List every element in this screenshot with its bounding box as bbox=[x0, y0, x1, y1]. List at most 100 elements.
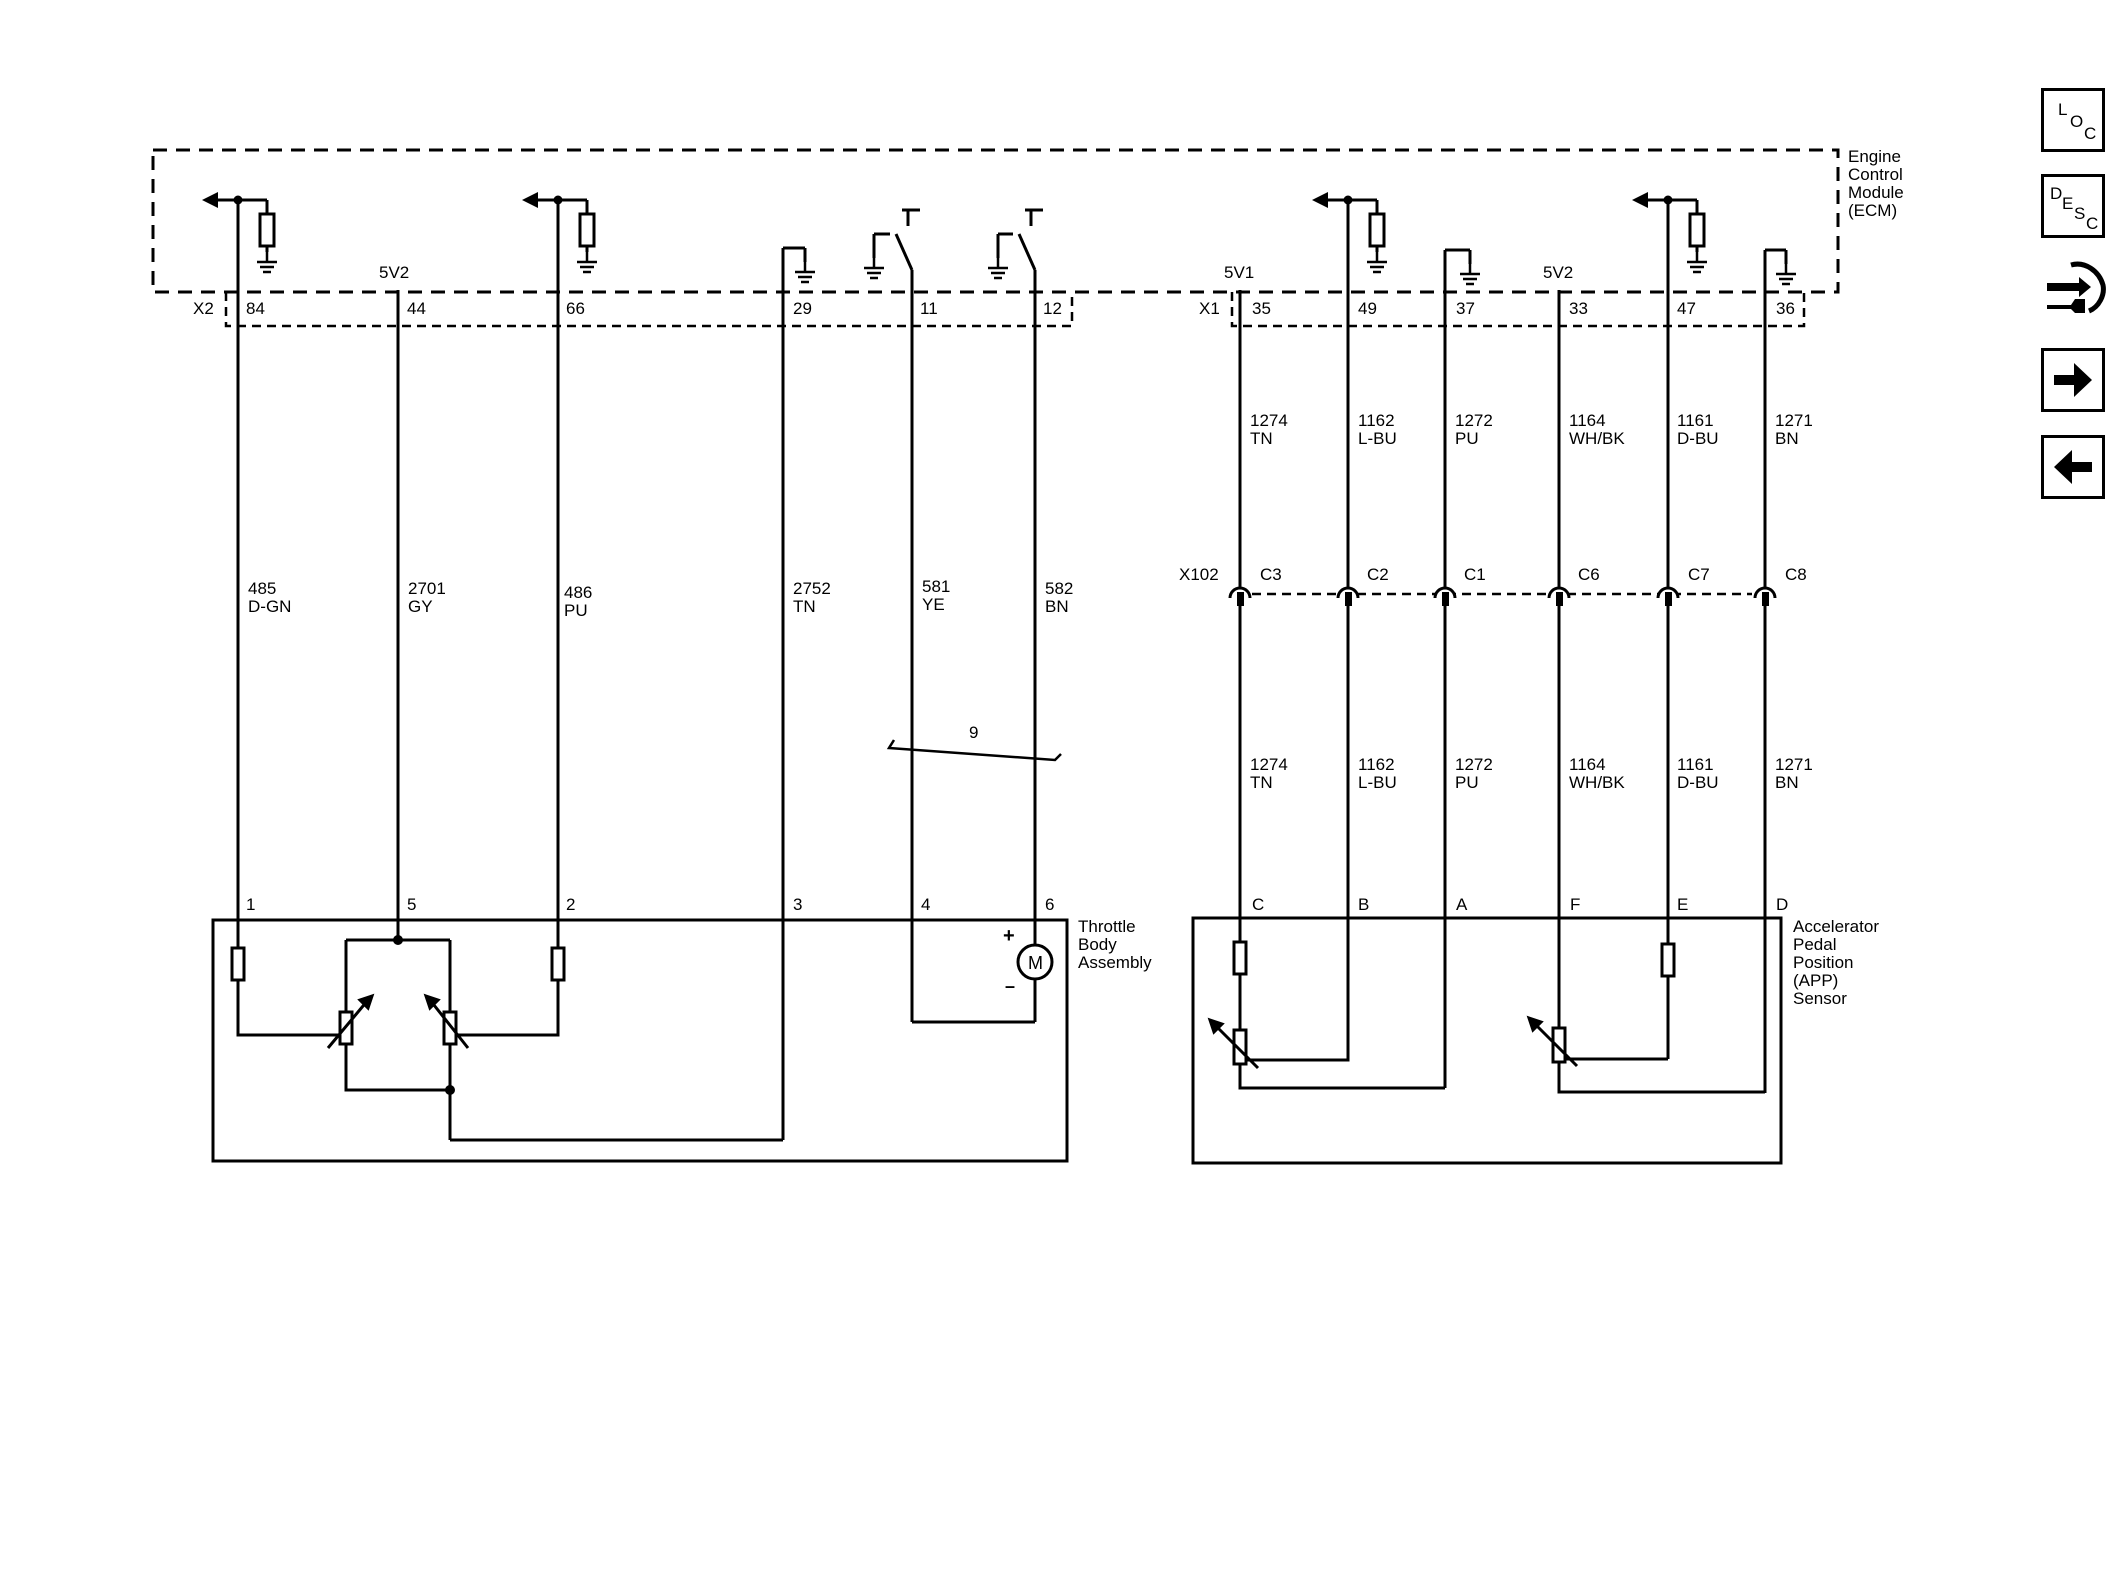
app-wire-1164-color-lower: WH/BK bbox=[1569, 773, 1625, 792]
app-wire-1271-circuit-upper: 1271 bbox=[1775, 411, 1813, 430]
wire-485-color: D-GN bbox=[248, 597, 291, 616]
twisted-pair-label: 9 bbox=[969, 723, 978, 742]
app-sensor-label-5: Sensor bbox=[1793, 989, 1847, 1008]
desc-letter-d: D bbox=[2050, 184, 2063, 203]
twisted-pair-marker bbox=[886, 739, 1062, 762]
app-wire-1271-color-upper: BN bbox=[1775, 429, 1799, 448]
desc-letter-c: C bbox=[2086, 214, 2099, 233]
motor-label: M bbox=[1028, 953, 1043, 973]
tool-icon-button[interactable] bbox=[2041, 255, 2107, 321]
app-wire-1164-circuit-lower: 1164 bbox=[1569, 755, 1606, 774]
app-wire-1271-color-lower: BN bbox=[1775, 773, 1799, 792]
app-pin-f: F bbox=[1570, 895, 1580, 914]
wire-485-circuit: 485 bbox=[248, 579, 276, 598]
ecm-pin-49: 49 bbox=[1358, 299, 1377, 318]
app-wire-1272-color-lower: PU bbox=[1455, 773, 1479, 792]
app-pin-d: D bbox=[1776, 895, 1788, 914]
desc-button[interactable]: D E S C bbox=[2041, 174, 2105, 238]
ecm-pin-66: 66 bbox=[566, 299, 585, 318]
throttle-body-label-2: Body bbox=[1078, 935, 1117, 954]
throttle-pin-2: 2 bbox=[566, 895, 575, 914]
ref-5v1: 5V1 bbox=[1224, 263, 1254, 282]
x102-cavity-c7: C7 bbox=[1688, 565, 1710, 584]
app-wire-1274-color-upper: TN bbox=[1250, 429, 1273, 448]
wire-2752-color: TN bbox=[793, 597, 816, 616]
ecm-label-1: Engine bbox=[1848, 147, 1901, 166]
x2-connector-outline bbox=[224, 292, 1074, 328]
app-wire-1162-circuit-upper: 1162 bbox=[1358, 411, 1395, 430]
motor-driver-switch-12 bbox=[986, 208, 1043, 1022]
app-wire-1274-color-lower: TN bbox=[1250, 773, 1273, 792]
previous-button[interactable] bbox=[2041, 435, 2105, 499]
ecm-pin-47: 47 bbox=[1677, 299, 1696, 318]
throttle-pin-6: 6 bbox=[1045, 895, 1054, 914]
x102-cavity-c3: C3 bbox=[1260, 565, 1282, 584]
ecm-pin-84: 84 bbox=[246, 299, 265, 318]
ecm-box bbox=[151, 148, 1840, 294]
wire-581-color: YE bbox=[922, 595, 945, 614]
throttle-pin-3: 3 bbox=[793, 895, 802, 914]
app-sensor-label-4: (APP) bbox=[1793, 971, 1838, 990]
ecm-low-ref-37 bbox=[1443, 248, 1482, 1088]
ecm-low-ref-36 bbox=[1763, 248, 1798, 1093]
ecm-pin-36: 36 bbox=[1776, 299, 1795, 318]
wire-582-circuit: 582 bbox=[1045, 579, 1073, 598]
ecm-low-ref-29 bbox=[781, 246, 817, 1140]
ecm-pin-12: 12 bbox=[1043, 299, 1062, 318]
x102-cavity-c8: C8 bbox=[1785, 565, 1807, 584]
app-pin-a: A bbox=[1456, 895, 1468, 914]
app-sensor-label-3: Position bbox=[1793, 953, 1853, 972]
app-wire-1272-circuit-upper: 1272 bbox=[1455, 411, 1493, 430]
x102-label: X102 bbox=[1179, 565, 1219, 584]
throttle-motor-circuit bbox=[912, 992, 1037, 1024]
wire-2701-circuit: 2701 bbox=[408, 579, 446, 598]
app-wire-1164-circuit-upper: 1164 bbox=[1569, 411, 1606, 430]
throttle-body-label-1: Throttle bbox=[1078, 917, 1136, 936]
throttle-pin-1: 1 bbox=[246, 895, 255, 914]
arrow-right-icon bbox=[2054, 363, 2092, 397]
motor-driver-switch-11 bbox=[862, 208, 920, 1022]
wrench-arrows-icon bbox=[2047, 261, 2106, 314]
ecm-pin-37: 37 bbox=[1456, 299, 1475, 318]
throttle-body-label-3: Assembly bbox=[1078, 953, 1152, 972]
ecm-input-circuit-49 bbox=[1312, 192, 1389, 1057]
wire-486-circuit: 486 bbox=[564, 583, 592, 602]
app-sensor-box bbox=[1191, 916, 1783, 1165]
arrow-left-icon bbox=[2054, 450, 2092, 484]
loc-letter-o: O bbox=[2070, 112, 2084, 131]
app-wire-1161-circuit-upper: 1161 bbox=[1677, 411, 1714, 430]
wire-581-circuit: 581 bbox=[922, 577, 950, 596]
ecm-input-circuit-84 bbox=[202, 192, 279, 1000]
loc-button[interactable]: L O C bbox=[2041, 88, 2105, 152]
ecm-pin-11: 11 bbox=[920, 299, 938, 318]
x1-connector-outline bbox=[1230, 292, 1806, 328]
wire-2752-circuit: 2752 bbox=[793, 579, 831, 598]
app-wire-1162-color-upper: L-BU bbox=[1358, 429, 1397, 448]
app-wire-1274-circuit-lower: 1274 bbox=[1250, 755, 1288, 774]
ecm-label-3: Module bbox=[1848, 183, 1904, 202]
desc-letter-s: S bbox=[2074, 204, 2086, 223]
app-wire-1161-color-upper: D-BU bbox=[1677, 429, 1719, 448]
app-wire-1161-circuit-lower: 1161 bbox=[1677, 755, 1714, 774]
app-wire-1272-circuit-lower: 1272 bbox=[1455, 755, 1493, 774]
x102-cavity-c1: C1 bbox=[1464, 565, 1486, 584]
ecm-pin-35: 35 bbox=[1252, 299, 1271, 318]
app-wire-1164-color-upper: WH/BK bbox=[1569, 429, 1625, 448]
throttle-pin-5: 5 bbox=[407, 895, 416, 914]
next-button[interactable] bbox=[2041, 348, 2105, 412]
x2-label: X2 bbox=[193, 299, 214, 318]
motor-plus: + bbox=[1003, 925, 1015, 947]
ecm-input-circuit-66 bbox=[522, 192, 599, 1032]
ecm-label-4: (ECM) bbox=[1848, 201, 1897, 220]
app-wire-1274-circuit-upper: 1274 bbox=[1250, 411, 1288, 430]
x102-cavity-c6: C6 bbox=[1578, 565, 1600, 584]
ecm-pin-44: 44 bbox=[407, 299, 426, 318]
x1-label: X1 bbox=[1199, 299, 1220, 318]
app-pin-b: B bbox=[1358, 895, 1369, 914]
ecm-label-2: Control bbox=[1848, 165, 1903, 184]
app-pin-e: E bbox=[1677, 895, 1688, 914]
tps-circuit bbox=[230, 935, 783, 1142]
app-sensor-label-2: Pedal bbox=[1793, 935, 1836, 954]
app-sensor-circuit bbox=[1207, 940, 1765, 1094]
